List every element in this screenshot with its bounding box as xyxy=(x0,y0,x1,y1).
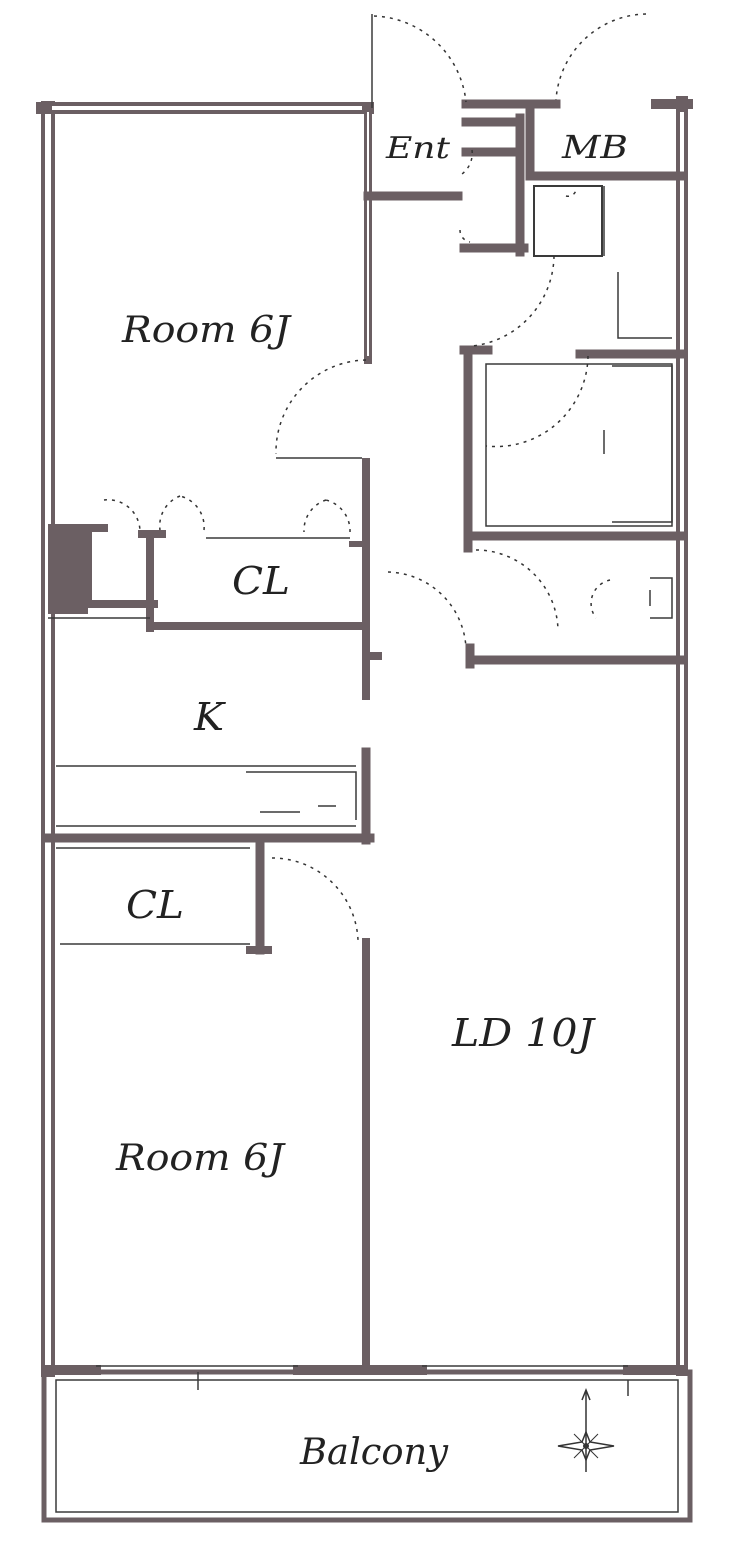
room-labels: Ent MB Room 6J CL K CL LD 10J Room 6J Ba… xyxy=(115,128,628,1473)
label-living-dining: LD 10J xyxy=(451,1011,596,1055)
bathroom-walls xyxy=(459,272,687,669)
label-kitchen: K xyxy=(193,695,227,739)
label-room-north: Room 6J xyxy=(121,310,293,351)
outer-walls xyxy=(36,96,693,1377)
label-entrance: Ent xyxy=(385,131,451,166)
entrance-walls xyxy=(363,14,687,364)
label-closet-south: CL xyxy=(126,883,184,927)
south-room-walls xyxy=(56,841,370,1374)
structural-column xyxy=(48,532,88,614)
label-closet-north: CL xyxy=(232,559,290,603)
label-balcony: Balcony xyxy=(299,1432,449,1473)
compass-north-arrow-icon xyxy=(557,1387,615,1472)
label-room-south: Room 6J xyxy=(115,1138,287,1179)
label-meter-box: MB xyxy=(561,128,628,166)
north-room-walls xyxy=(48,457,382,700)
kitchen-walls xyxy=(43,747,375,845)
door-swings xyxy=(103,13,647,941)
